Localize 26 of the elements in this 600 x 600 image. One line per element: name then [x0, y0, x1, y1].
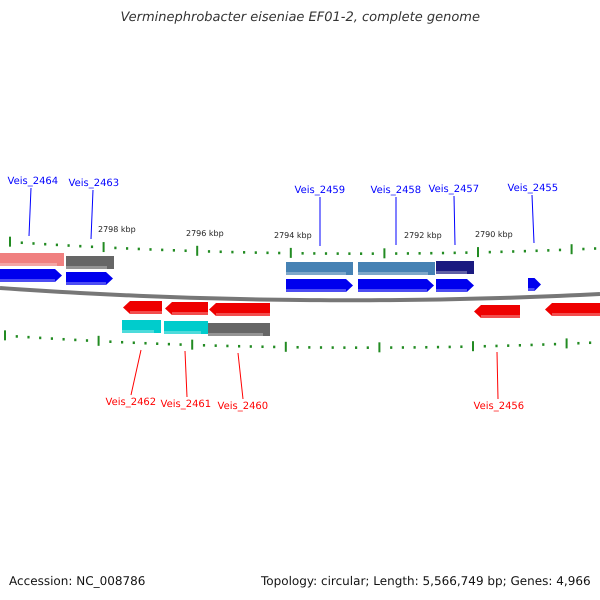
scale-label: 2796 kbp [185, 228, 225, 238]
scale-label: 2790 kbp [474, 230, 514, 238]
gene-label: Veis_2455 [508, 182, 558, 194]
accession-text: Accession: NC_008786 [9, 574, 146, 588]
gene-label: Veis_2458 [370, 184, 422, 196]
gene-label: Veis_2460 [218, 400, 268, 412]
gene-label: Veis_2456 [474, 400, 524, 412]
map-title: Verminephrobacter eiseniae EF01-2, complete genome [120, 10, 480, 24]
leader-line [28, 188, 32, 236]
leader-line [496, 352, 498, 400]
genome-info-text: Topology: circular; Length: 5,566,749 bp; Genes: 4,966 [261, 574, 591, 588]
leader-line [532, 194, 534, 244]
leader-line [184, 350, 188, 398]
scale-label: 2798 kbp [97, 224, 137, 234]
gene-label: Veis_2457 [428, 184, 480, 194]
gene-label: Veis_2462 [106, 396, 156, 408]
leader-line [454, 196, 456, 246]
gene-label: Veis_2464 [8, 176, 58, 186]
gene-label: Veis_2459 [294, 184, 346, 196]
gene-label: Veis_2463 [68, 178, 120, 188]
leader-line [90, 190, 94, 240]
scale-label: 2792 kbp [403, 230, 443, 240]
scale-label: 2794 kbp [273, 230, 313, 240]
gene-label: Veis_2461 [160, 398, 212, 410]
leader-line [130, 350, 142, 396]
leader-line [238, 352, 244, 400]
